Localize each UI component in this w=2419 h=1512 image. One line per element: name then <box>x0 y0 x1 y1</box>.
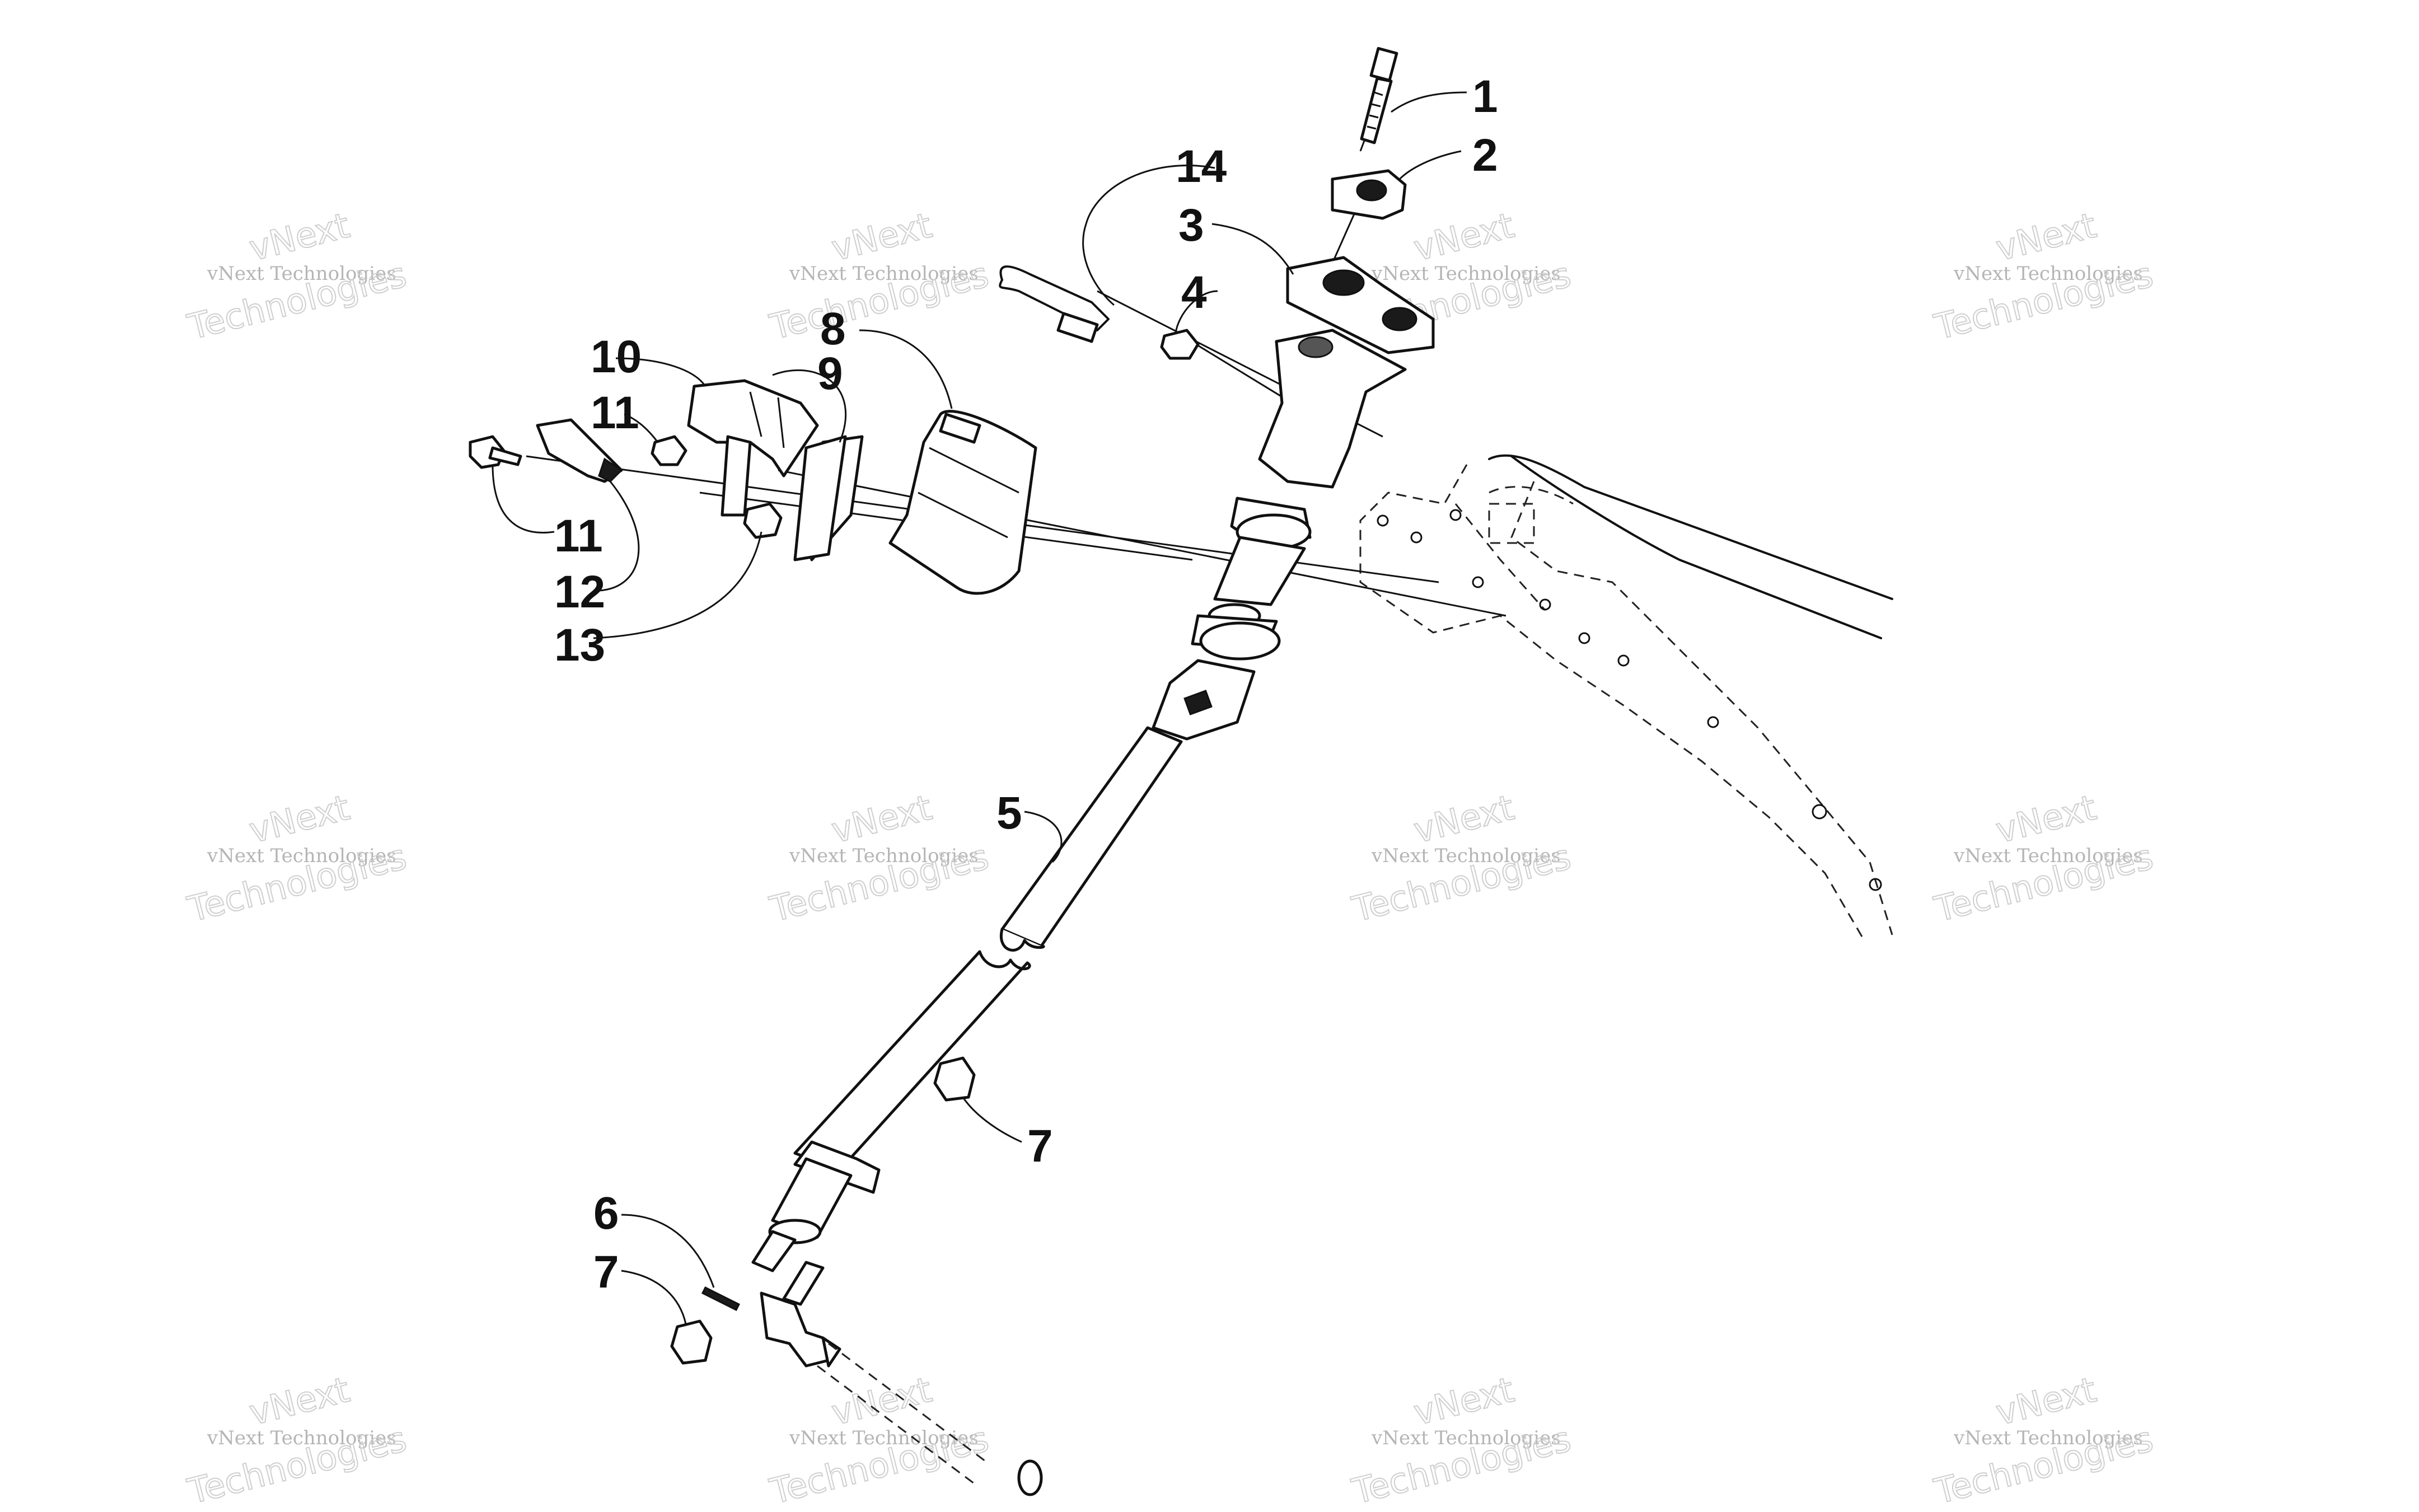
nut-4 <box>1160 329 1200 360</box>
callout-7-lower: 7 <box>593 1247 619 1298</box>
watermark-line2: vNext Technologies <box>1371 845 1561 867</box>
watermark-line1: vNext <box>827 205 935 269</box>
watermark-line1: vNext <box>245 205 353 269</box>
watermark-line1: vNext <box>245 1369 353 1434</box>
watermark-line2: vNext Technologies <box>207 1427 396 1449</box>
callout-11-upper: 11 <box>591 387 639 438</box>
left-bracket-parts <box>469 265 1200 595</box>
bolt-1 <box>1360 46 1398 144</box>
watermark-line2: vNext Technologies <box>1953 1427 2143 1449</box>
plate-9 <box>720 435 752 517</box>
washer-6 <box>701 1286 741 1312</box>
callout-7-upper: 7 <box>1027 1121 1053 1172</box>
callout-14: 14 <box>1176 141 1227 192</box>
callout-10: 10 <box>591 331 642 382</box>
callout-12: 12 <box>554 567 605 617</box>
column-tower <box>1258 329 1407 489</box>
bolt-13 <box>743 502 783 539</box>
screw-11-upper <box>651 435 687 466</box>
watermark-line1: vNext <box>1410 205 1518 269</box>
watermark-line1: vNext <box>1410 1369 1518 1434</box>
watermark-line1: vNext <box>1992 787 2100 851</box>
callout-9: 9 <box>817 348 843 399</box>
callout-labels: 1 2 14 3 4 8 10 9 11 11 12 13 5 7 6 7 <box>554 71 1498 1298</box>
watermark-line2: vNext Technologies <box>1371 1427 1561 1449</box>
nut-7-upper <box>933 1056 976 1102</box>
leader-lines <box>492 91 1467 1324</box>
watermark-line1: vNext <box>1992 1369 2100 1434</box>
watermark-line2: vNext Technologies <box>1371 263 1561 285</box>
watermark-line1: vNext <box>1410 787 1518 851</box>
nut-7-lower <box>670 1319 713 1365</box>
watermark-line2: vNext Technologies <box>789 1427 979 1449</box>
callout-3: 3 <box>1178 200 1204 251</box>
watermark-line2: vNext Technologies <box>207 845 396 867</box>
watermark-line1: vNext <box>827 787 935 851</box>
callout-6: 6 <box>593 1188 619 1239</box>
watermark-line2: vNext Technologies <box>207 263 396 285</box>
callout-5: 5 <box>996 788 1022 839</box>
shaft-5 <box>1000 726 1183 948</box>
watermark-line1: vNext <box>245 787 353 851</box>
watermark-line1: vNext <box>1992 205 2100 269</box>
callout-8: 8 <box>820 303 846 354</box>
watermark-line1: vNext <box>827 1369 935 1434</box>
bracket-10 <box>687 379 819 478</box>
steering-column <box>670 46 1435 1496</box>
cover-8 <box>888 410 1037 595</box>
watermark-line2: vNext Technologies <box>1953 263 2143 285</box>
callout-13: 13 <box>554 620 605 671</box>
watermark-line2: vNext Technologies <box>1953 845 2143 867</box>
frame-outline <box>1359 454 1893 941</box>
callout-4: 4 <box>1181 267 1207 318</box>
callout-1: 1 <box>1472 71 1498 122</box>
strap-14 <box>999 265 1110 331</box>
watermark-line2: vNext Technologies <box>789 263 979 285</box>
callout-11-lower: 11 <box>554 511 603 561</box>
callout-2: 2 <box>1472 130 1498 181</box>
watermark-line2: vNext Technologies <box>789 845 979 867</box>
